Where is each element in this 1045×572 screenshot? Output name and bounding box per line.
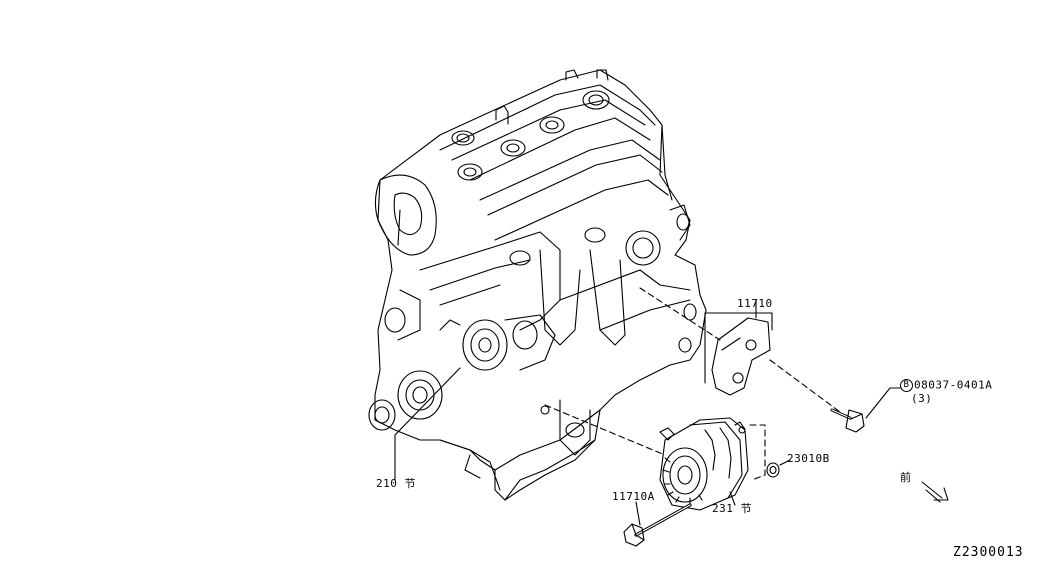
callout-lines — [394, 299, 901, 526]
engine-block-illustration — [368, 69, 707, 501]
bracket-bolt — [830, 408, 865, 433]
leader-lines — [544, 287, 841, 481]
part-label-alternator[interactable]: 231 节 — [712, 502, 752, 515]
alternator-illustration — [659, 417, 749, 511]
part-label-bracket[interactable]: 11710 — [737, 297, 773, 310]
bolt-code-badge: B — [900, 379, 913, 392]
part-label-mount-bolt[interactable]: 11710A — [612, 490, 655, 503]
alternator-mount-bolt — [623, 503, 692, 547]
alternator-bracket — [711, 317, 771, 396]
part-label-engine[interactable]: 210 节 — [376, 477, 416, 490]
part-label-washer[interactable]: 23010B — [787, 452, 830, 465]
bolt-quantity: (3) — [911, 392, 933, 405]
diagram-reference-number: Z2300013 — [953, 545, 1024, 560]
bolt-part-number: 08037-0401A — [914, 378, 993, 392]
front-label: 前 — [900, 471, 912, 484]
washer-illustration — [766, 462, 780, 478]
front-direction-arrow-icon — [921, 481, 949, 503]
